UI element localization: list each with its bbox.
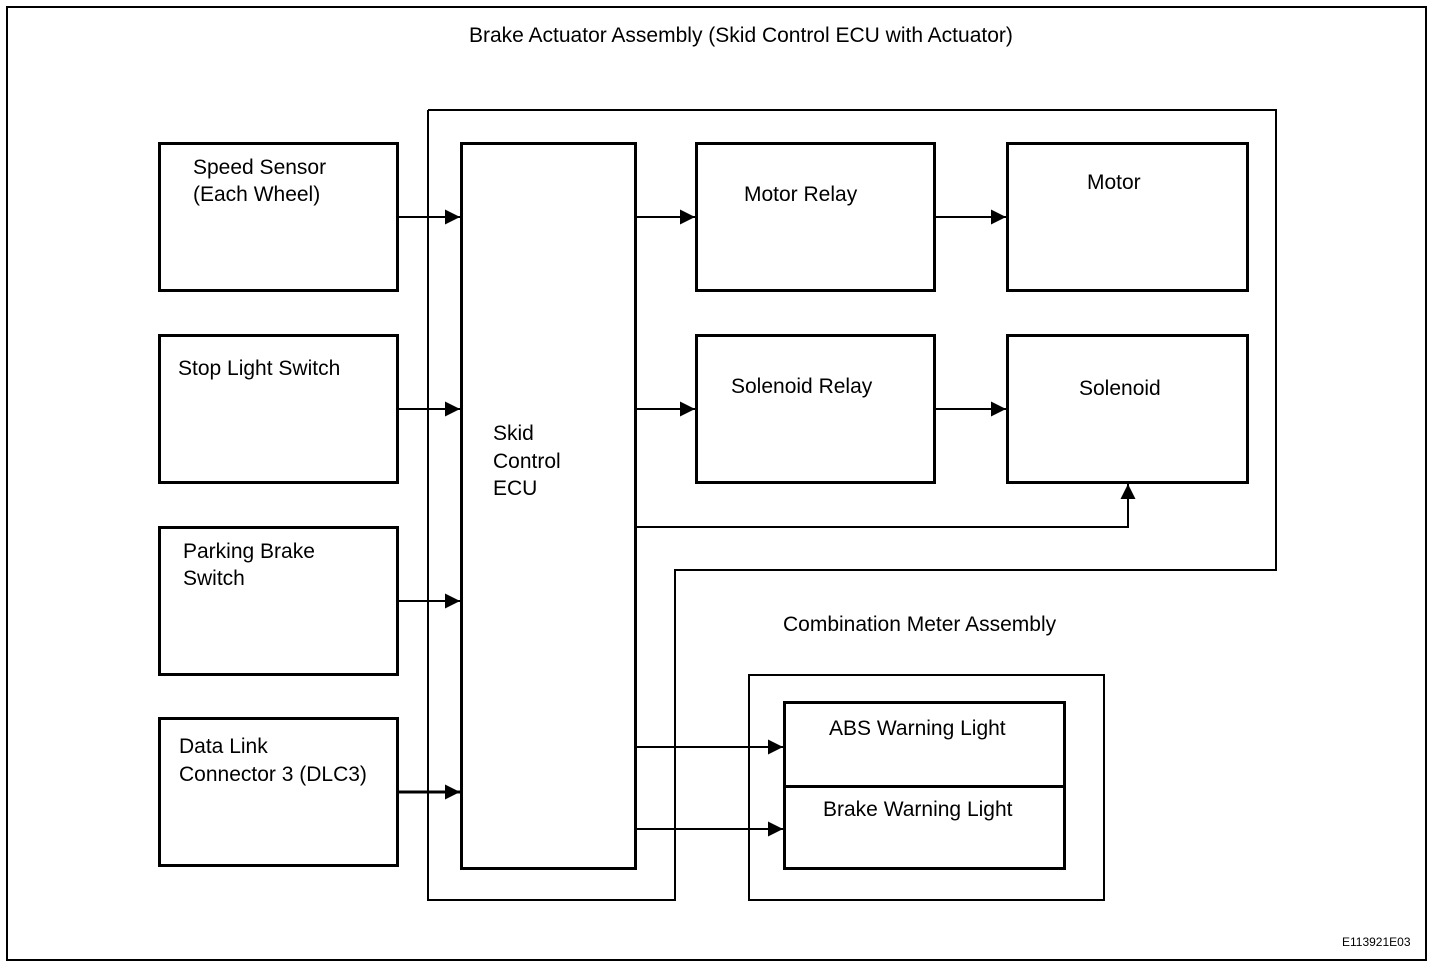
stop-light-switch-label: Stop Light Switch	[178, 357, 341, 380]
abs-warning-light-box: ABS Warning Light	[783, 701, 1066, 788]
figure-code: E113921E03	[1342, 935, 1411, 949]
speed-sensor-box: Speed Sensor (Each Wheel)	[158, 142, 399, 292]
speed-sensor-label-line2: (Each Wheel)	[193, 183, 321, 206]
ecu-label-line2: Control	[493, 450, 561, 473]
solenoid-relay-box: Solenoid Relay	[695, 334, 936, 484]
motor-relay-box: Motor Relay	[695, 142, 936, 292]
combination-meter-title: Combination Meter Assembly	[783, 613, 1057, 636]
parking-brake-label-line1: Parking Brake	[183, 540, 315, 563]
figure-frame	[6, 6, 1427, 961]
ecu-label-line3: ECU	[493, 477, 538, 500]
ecu-label-line1: Skid	[493, 422, 534, 445]
arrow-ecu-to-solenoid	[636, 484, 1136, 528]
brake-warning-light-box: Brake Warning Light	[783, 785, 1066, 870]
solenoid-box: Solenoid	[1006, 334, 1249, 484]
parking-brake-label-line2: Switch	[183, 567, 245, 590]
solenoid-relay-label: Solenoid Relay	[731, 375, 873, 398]
skid-control-ecu-box: Skid Control ECU	[460, 142, 637, 870]
brake-warning-light-label: Brake Warning Light	[823, 798, 1013, 821]
actuator-assembly-outline	[427, 109, 1277, 901]
solenoid-label: Solenoid	[1079, 377, 1161, 400]
stop-light-switch-box: Stop Light Switch	[158, 334, 399, 484]
dlc3-box: Data Link Connector 3 (DLC3)	[158, 717, 399, 867]
dlc3-label-line1: Data Link	[179, 735, 268, 758]
parking-brake-switch-box: Parking Brake Switch	[158, 526, 399, 676]
dlc3-label-line2: Connector 3 (DLC3)	[179, 763, 367, 786]
abs-warning-light-label: ABS Warning Light	[829, 717, 1006, 740]
motor-relay-label: Motor Relay	[744, 183, 858, 206]
motor-label: Motor	[1087, 171, 1141, 194]
motor-box: Motor	[1006, 142, 1249, 292]
actuator-assembly-title: Brake Actuator Assembly (Skid Control EC…	[469, 24, 1013, 47]
combination-meter-outline	[748, 674, 1105, 901]
speed-sensor-label-line1: Speed Sensor	[193, 156, 327, 179]
